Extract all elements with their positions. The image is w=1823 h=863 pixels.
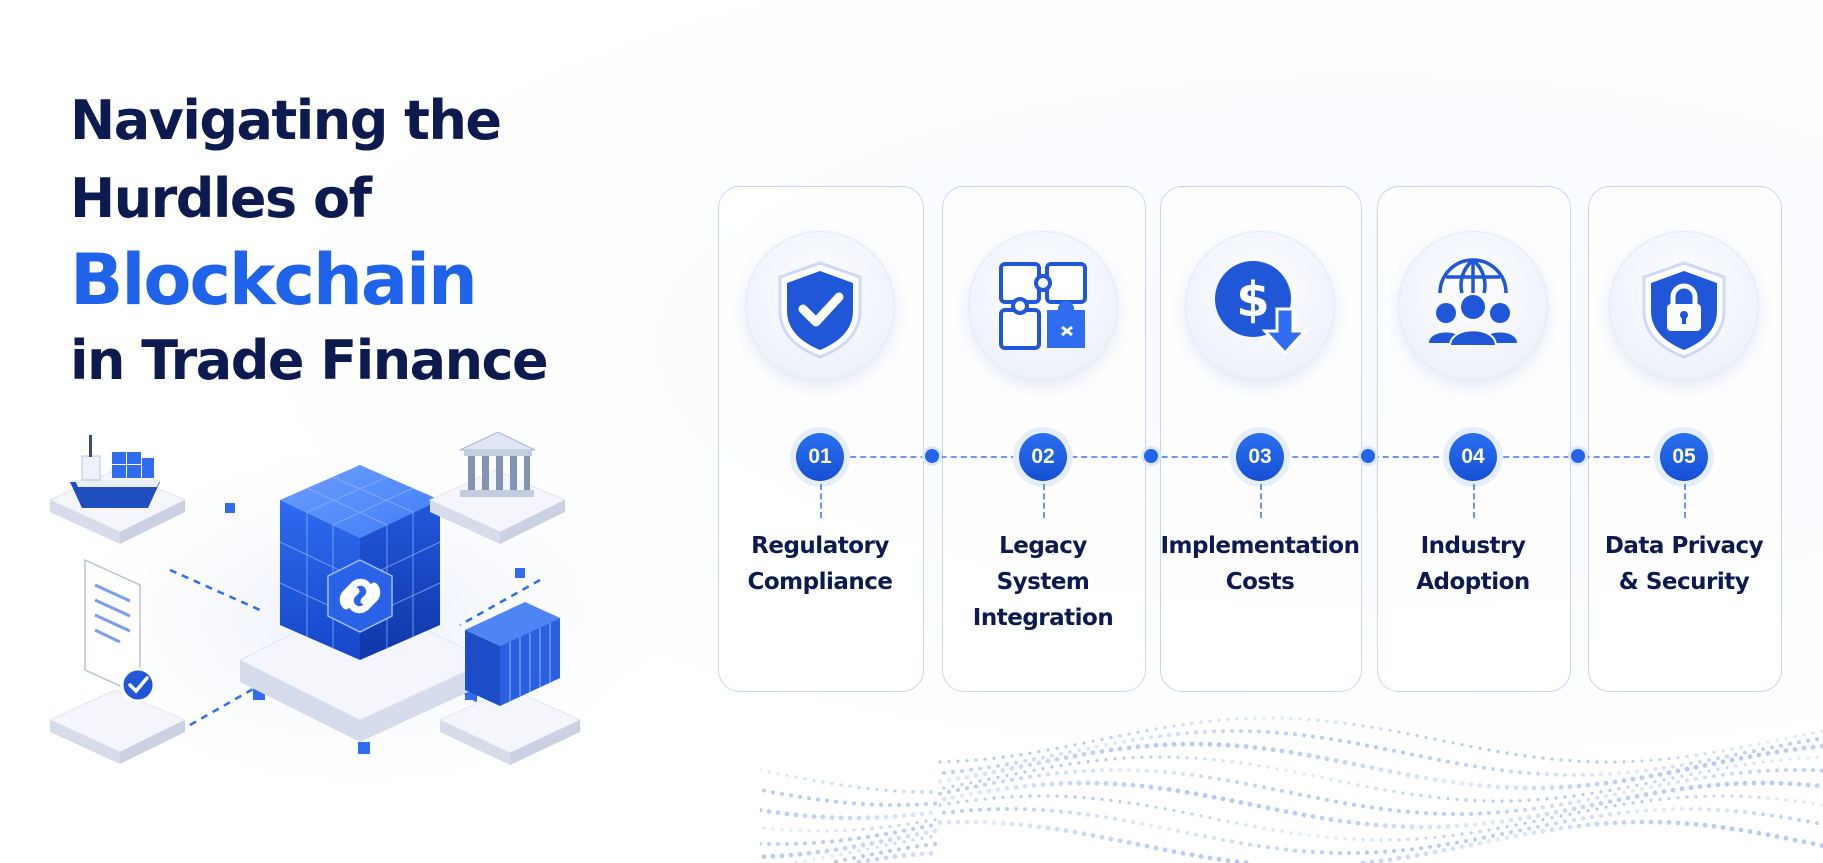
connector-lines — [169, 568, 541, 732]
blockchain-cube-icon — [279, 465, 441, 660]
icon-circle-2 — [968, 231, 1118, 381]
page-title: Navigating the Hurdles of Blockchain in … — [70, 82, 549, 400]
shield-check-icon — [778, 261, 862, 359]
dotted-wave-decoration — [760, 716, 1823, 863]
timeline-dot — [1571, 449, 1585, 463]
svg-text:$: $ — [1236, 272, 1269, 328]
icon-circle-4 — [1398, 231, 1548, 381]
icon-circle-3: $ — [1185, 231, 1335, 381]
timeline-dot — [925, 449, 939, 463]
cargo-ship-icon — [48, 435, 187, 544]
step-label-2: Legacy System Integration — [972, 533, 1114, 631]
bank-icon — [428, 431, 567, 544]
step-label-3: Implementation Costs — [1160, 533, 1360, 595]
icon-circle-5 — [1609, 231, 1759, 381]
step-connector — [1473, 484, 1475, 518]
step-number-3: 03 — [1236, 433, 1284, 481]
people-globe-icon — [1429, 258, 1517, 347]
timeline-dot — [1144, 449, 1158, 463]
step-connector — [820, 484, 822, 518]
step-connector — [1684, 484, 1686, 518]
step-number-1: 01 — [796, 433, 844, 481]
title-line-1: Navigating the — [70, 89, 502, 152]
dollar-down-icon: $ — [1215, 261, 1309, 356]
icon-circle-1 — [745, 231, 895, 381]
step-number-2: 02 — [1019, 433, 1067, 481]
blockchain-network-illustration — [30, 430, 690, 810]
step-connector — [1260, 484, 1262, 518]
title-line-2: Hurdles of — [70, 167, 372, 230]
title-line-3: Blockchain — [70, 239, 478, 321]
step-label-4: Industry Adoption — [1416, 533, 1530, 595]
step-number-5: 05 — [1660, 433, 1708, 481]
puzzle-icon — [999, 262, 1087, 350]
shipping-container-icon — [438, 602, 582, 765]
step-label-5: Data Privacy & Security — [1604, 533, 1764, 595]
shield-lock-icon — [1642, 261, 1726, 359]
step-number-4: 04 — [1449, 433, 1497, 481]
title-line-4: in Trade Finance — [70, 329, 549, 392]
timeline-dot — [1361, 449, 1375, 463]
step-label-1: Regulatory Compliance — [747, 533, 893, 595]
step-connector — [1043, 484, 1045, 518]
document-check-icon — [48, 558, 187, 764]
